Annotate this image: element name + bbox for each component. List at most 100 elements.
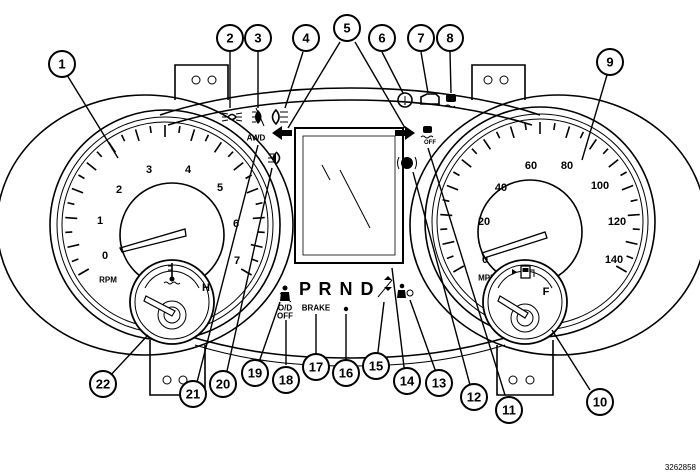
callout-14: 14 bbox=[393, 367, 421, 395]
svg-text:10: 10 bbox=[593, 395, 607, 410]
gear-selector: P R N D bbox=[299, 279, 374, 299]
speed-needle bbox=[481, 231, 548, 259]
svg-text:OFF: OFF bbox=[424, 140, 436, 146]
tach-tick bbox=[213, 141, 222, 153]
gear-d: D bbox=[361, 279, 374, 299]
headlight-icon bbox=[268, 151, 281, 165]
speed-tick bbox=[446, 184, 459, 191]
autostick-indicator bbox=[377, 276, 393, 298]
speed-tick bbox=[553, 122, 556, 131]
svg-text:5: 5 bbox=[343, 21, 350, 36]
traction-control-icon bbox=[444, 94, 456, 108]
svg-text:11: 11 bbox=[502, 403, 516, 418]
tach-tick bbox=[77, 268, 90, 276]
speed-tick bbox=[621, 184, 634, 191]
temp-high-label: H bbox=[202, 282, 210, 294]
svg-text:14: 14 bbox=[400, 374, 415, 389]
svg-text:17: 17 bbox=[309, 360, 323, 375]
tach-tick bbox=[204, 134, 210, 142]
gear-r: R bbox=[319, 279, 332, 299]
speed-tick bbox=[442, 240, 455, 246]
tach-tick bbox=[120, 134, 126, 142]
speed-tick bbox=[627, 213, 640, 217]
callout-4: 4 bbox=[292, 24, 320, 52]
callout-20: 20 bbox=[209, 370, 237, 398]
tach-label-0: 0 bbox=[102, 250, 108, 262]
speed-label-0: 0 bbox=[482, 254, 488, 266]
speed-tick bbox=[446, 255, 454, 260]
svg-text:7: 7 bbox=[417, 31, 424, 46]
temperature-gauge: H C bbox=[129, 259, 215, 345]
callout-22: 22 bbox=[89, 370, 117, 398]
tach-tick bbox=[252, 216, 265, 220]
callout-13: 13 bbox=[425, 369, 453, 397]
check-engine-icon bbox=[420, 93, 440, 105]
tach-tick bbox=[246, 187, 259, 194]
turn-signal-right-icon bbox=[395, 126, 415, 140]
callout-12: 12 bbox=[460, 383, 488, 411]
svg-text:15: 15 bbox=[369, 359, 383, 374]
speed-tick bbox=[452, 265, 465, 273]
speed-tick bbox=[615, 265, 628, 273]
tach-tick bbox=[227, 151, 234, 158]
tach-tick bbox=[77, 174, 85, 180]
speed-label-80: 80 bbox=[561, 160, 573, 172]
callout-15: 15 bbox=[362, 352, 390, 380]
tach-tick bbox=[71, 258, 79, 263]
tach-tick bbox=[190, 129, 196, 142]
callout-19: 19 bbox=[241, 359, 269, 387]
speed-tick bbox=[495, 131, 501, 139]
speed-tick bbox=[471, 148, 478, 155]
svg-text:19: 19 bbox=[248, 366, 262, 381]
speed-label-60: 60 bbox=[525, 160, 537, 172]
cluster-housing bbox=[0, 87, 700, 367]
speed-label-140: 140 bbox=[605, 254, 623, 266]
speed-tick bbox=[565, 126, 571, 139]
awd-indicator: AWD bbox=[247, 134, 266, 143]
callout-21: 21 bbox=[179, 380, 207, 408]
tach-label-1: 1 bbox=[97, 215, 103, 227]
mounting-bracket-top-left bbox=[174, 64, 229, 100]
tach-tick bbox=[251, 258, 259, 263]
tach-label-5: 5 bbox=[217, 182, 223, 194]
tach-label-2: 2 bbox=[116, 184, 122, 196]
callout-8: 8 bbox=[436, 24, 464, 52]
tach-tick bbox=[255, 201, 263, 206]
svg-text:6: 6 bbox=[378, 31, 385, 46]
speed-tick bbox=[626, 255, 634, 260]
tire-pressure-icon bbox=[397, 92, 413, 108]
speed-label-100: 100 bbox=[591, 180, 609, 192]
speed-tick bbox=[579, 131, 585, 139]
speed-tick bbox=[452, 171, 460, 177]
tach-tick bbox=[65, 216, 78, 220]
speed-tick bbox=[630, 198, 638, 203]
svg-text:4: 4 bbox=[302, 31, 310, 46]
speed-tick bbox=[461, 159, 472, 168]
svg-text:1: 1 bbox=[58, 57, 65, 72]
mounting-bracket-bottom-left bbox=[149, 340, 206, 396]
center-display bbox=[294, 127, 404, 264]
speed-tick bbox=[440, 228, 448, 231]
tach-needle bbox=[119, 228, 187, 253]
tach-tick bbox=[250, 243, 263, 249]
fuel-gauge: F E bbox=[482, 259, 568, 345]
seatbelt-icon bbox=[279, 285, 292, 303]
svg-text:21: 21 bbox=[186, 387, 200, 402]
temp-needle bbox=[143, 295, 176, 317]
tach-label-6: 6 bbox=[233, 218, 239, 230]
airbag-icon bbox=[397, 283, 414, 298]
callout-10: 10 bbox=[586, 388, 614, 416]
svg-text:2: 2 bbox=[226, 31, 233, 46]
callout-18: 18 bbox=[272, 366, 300, 394]
tach-tick bbox=[134, 129, 140, 142]
svg-text:13: 13 bbox=[432, 376, 446, 391]
speed-tick bbox=[625, 240, 638, 246]
fuel-needle bbox=[497, 295, 529, 319]
speed-label-120: 120 bbox=[608, 216, 626, 228]
esc-off-icon: OFF bbox=[420, 126, 436, 146]
callout-6: 6 bbox=[368, 24, 396, 52]
tach-unit: RPM bbox=[99, 276, 117, 285]
svg-text:3: 3 bbox=[254, 31, 261, 46]
speed-tick bbox=[620, 171, 628, 177]
